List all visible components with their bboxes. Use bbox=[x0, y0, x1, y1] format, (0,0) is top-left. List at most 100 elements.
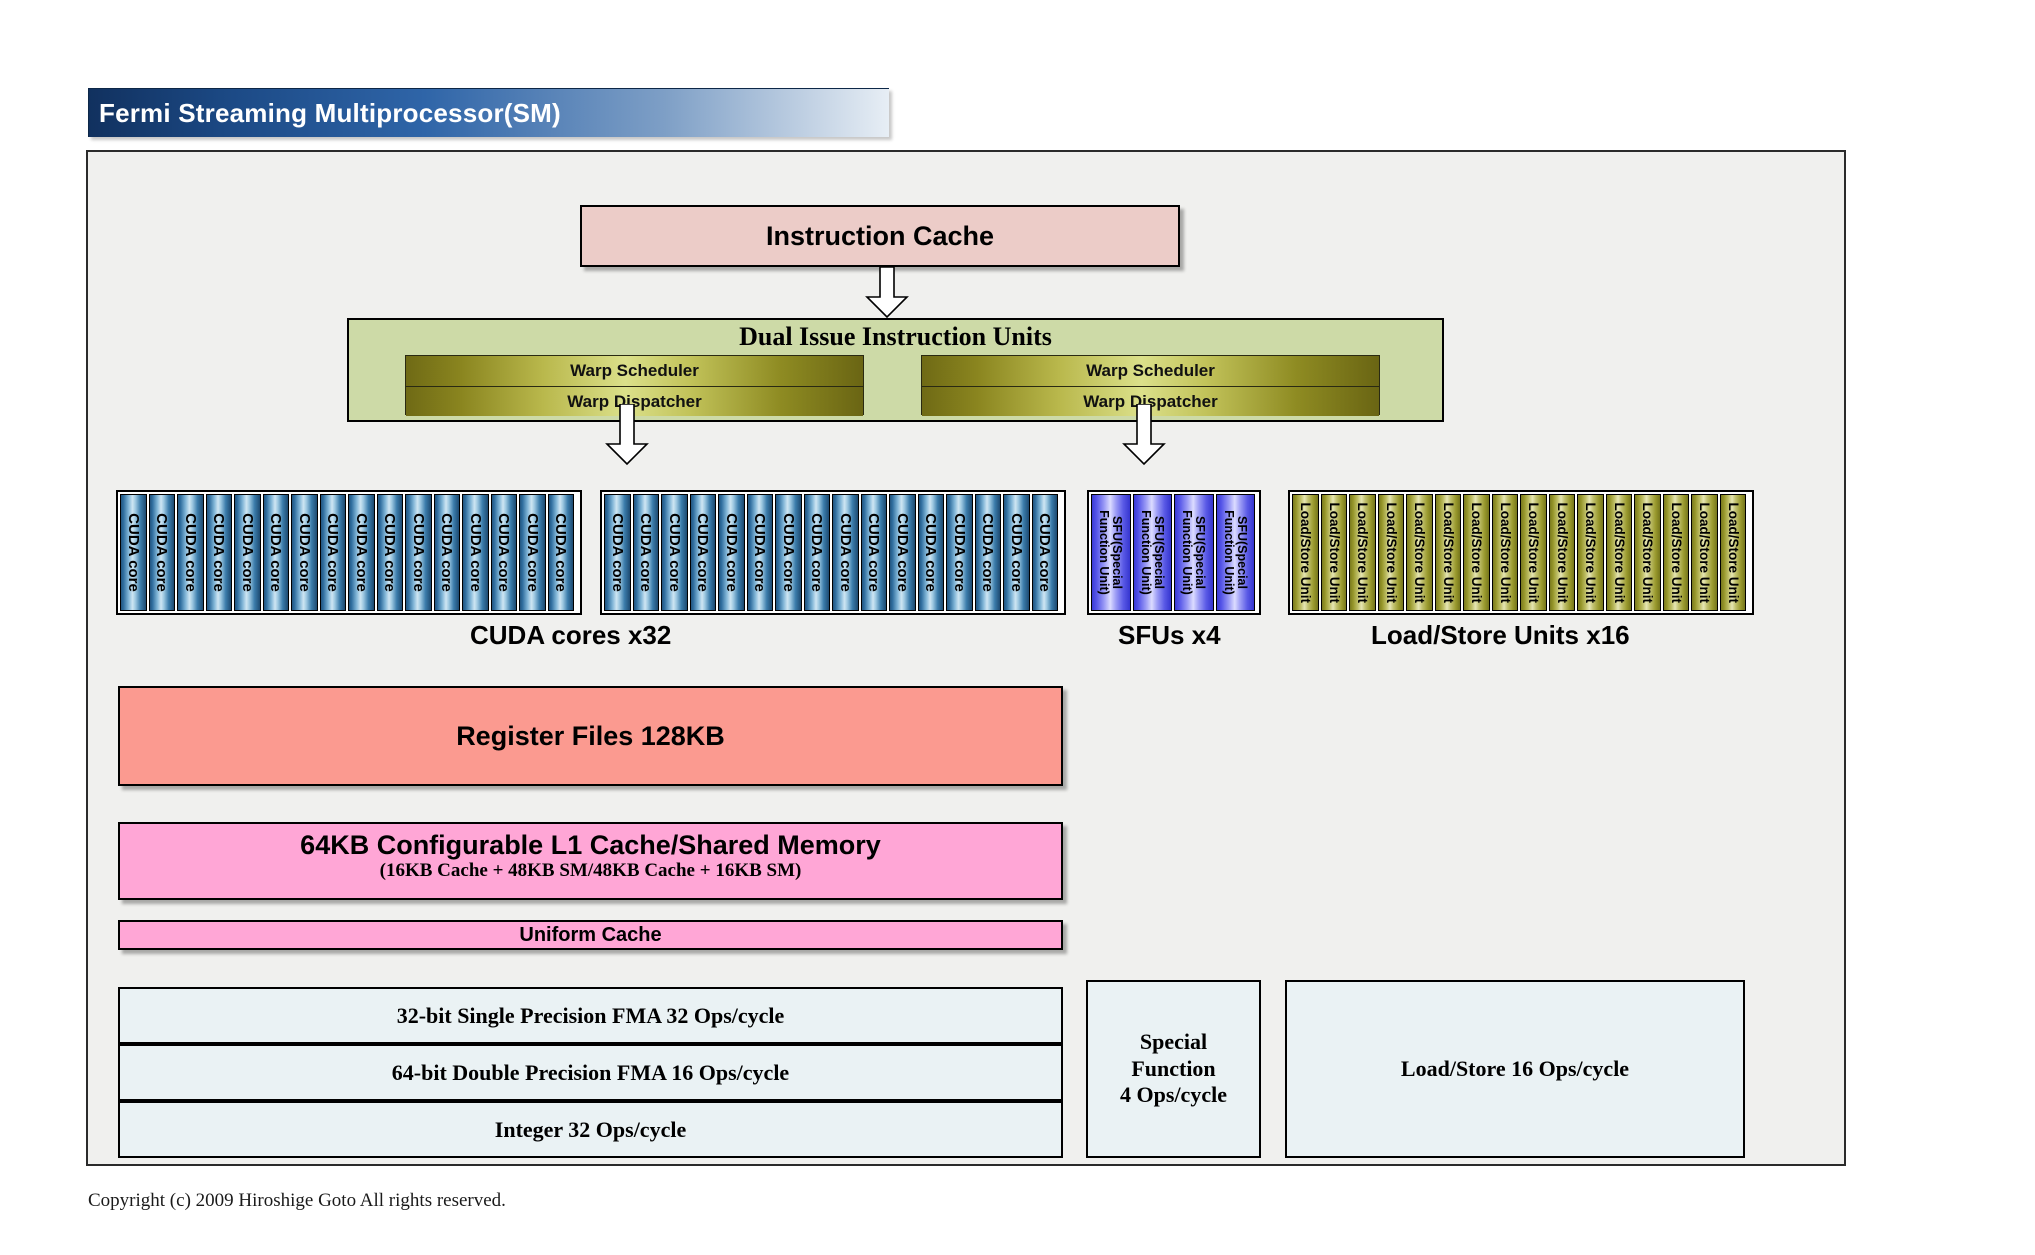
load-store-unit-8: Load/Store Unit bbox=[1520, 494, 1547, 611]
load-store-unit-4: Load/Store Unit bbox=[1406, 494, 1433, 611]
cuda-core-g0-label-1: CUDA core bbox=[153, 513, 171, 592]
load-store-unit-5: Load/Store Unit bbox=[1434, 494, 1461, 611]
cuda-core-g0-label-14: CUDA core bbox=[523, 513, 541, 592]
load-store-unit-11: Load/Store Unit bbox=[1605, 494, 1632, 611]
cuda-core-g1-label-15: CUDA core bbox=[1036, 513, 1054, 592]
load-store-unit-9: Load/Store Unit bbox=[1548, 494, 1575, 611]
cuda-core-g1-3: CUDA core bbox=[689, 494, 716, 611]
page-title: Fermi Streaming Multiprocessor(SM) bbox=[99, 97, 561, 128]
cuda-core-g1-2: CUDA core bbox=[661, 494, 688, 611]
cuda-core-g0-6: CUDA core bbox=[291, 494, 318, 611]
cuda-core-g1-label-14: CUDA core bbox=[1007, 513, 1025, 592]
caption-cuda-cores: CUDA cores x32 bbox=[470, 620, 672, 650]
cuda-core-g1-label-1: CUDA core bbox=[637, 513, 655, 592]
load-store-unit-label-8: Load/Store Unit bbox=[1526, 502, 1541, 603]
cuda-core-g0-label-0: CUDA core bbox=[124, 513, 142, 592]
cuda-core-g1-11: CUDA core bbox=[917, 494, 944, 611]
throughput-row-1-label: 64-bit Double Precision FMA 16 Ops/cycle bbox=[391, 1059, 790, 1085]
cuda-core-g0-label-6: CUDA core bbox=[295, 513, 313, 592]
cuda-core-g0-7: CUDA core bbox=[319, 494, 346, 611]
load-store-unit-label-13: Load/Store Unit bbox=[1668, 502, 1684, 603]
uniform-cache-label: Uniform Cache bbox=[519, 923, 662, 946]
load-store-unit-label-11: Load/Store Unit bbox=[1611, 502, 1627, 603]
cuda-core-g0-9: CUDA core bbox=[376, 494, 403, 611]
cuda-core-g0-3: CUDA core bbox=[205, 494, 232, 611]
cuda-core-g1-label-9: CUDA core bbox=[865, 513, 883, 592]
special-function-line-1: Special bbox=[1139, 1028, 1208, 1054]
throughput-row-integer: Integer 32 Ops/cycle bbox=[118, 1101, 1063, 1158]
cuda-core-g1-label-8: CUDA core bbox=[836, 513, 854, 592]
cuda-core-g0-label-7: CUDA core bbox=[324, 513, 342, 592]
load-store-unit-label-6: Load/Store Unit bbox=[1469, 502, 1484, 603]
load-store-unit-label-14: Load/Store Unit bbox=[1697, 502, 1712, 603]
cuda-core-g0-label-5: CUDA core bbox=[267, 513, 285, 592]
cuda-core-g1-13: CUDA core bbox=[974, 494, 1001, 611]
cuda-core-g0-0: CUDA core bbox=[120, 494, 147, 611]
cuda-core-g0-label-10: CUDA core bbox=[409, 513, 427, 592]
load-store-unit-label-10: Load/Store Unit bbox=[1583, 502, 1598, 603]
cuda-core-g0-label-4: CUDA core bbox=[238, 513, 256, 592]
cuda-core-g1-14: CUDA core bbox=[1003, 494, 1030, 611]
cuda-core-g0-label-3: CUDA core bbox=[210, 513, 228, 592]
cuda-core-g0-label-13: CUDA core bbox=[495, 513, 513, 592]
cuda-core-g1-label-4: CUDA core bbox=[722, 513, 740, 592]
cuda-core-g0-8: CUDA core bbox=[348, 494, 375, 611]
register-files-block: Register Files 128KB bbox=[118, 686, 1063, 786]
load-store-unit-6: Load/Store Unit bbox=[1463, 494, 1490, 611]
cuda-core-g0-1: CUDA core bbox=[148, 494, 175, 611]
cuda-core-g1-7: CUDA core bbox=[803, 494, 830, 611]
throughput-row-double-precision: 64-bit Double Precision FMA 16 Ops/cycle bbox=[118, 1044, 1063, 1101]
cuda-core-g1-label-13: CUDA core bbox=[979, 513, 997, 592]
l1-cache-subtitle: (16KB Cache + 48KB SM/48KB Cache + 16KB … bbox=[379, 860, 802, 881]
throughput-special-function-block: Special Function 4 Ops/cycle bbox=[1086, 980, 1261, 1158]
cuda-core-g1-label-6: CUDA core bbox=[779, 513, 797, 592]
cuda-core-g1-4: CUDA core bbox=[718, 494, 745, 611]
cuda-core-g0-11: CUDA core bbox=[433, 494, 460, 611]
cuda-core-g1-5: CUDA core bbox=[746, 494, 773, 611]
load-store-unit-label-12: Load/Store Unit bbox=[1640, 502, 1655, 603]
cuda-core-g1-label-2: CUDA core bbox=[665, 513, 683, 592]
l1-cache-title: 64KB Configurable L1 Cache/Shared Memory bbox=[300, 830, 881, 860]
cuda-core-g0-5: CUDA core bbox=[262, 494, 289, 611]
warp-scheduler-0: Warp Scheduler bbox=[406, 356, 863, 386]
cuda-core-g0-label-11: CUDA core bbox=[438, 513, 456, 592]
caption-sfus: SFUs x4 bbox=[1118, 620, 1221, 650]
cuda-core-group-1: CUDA core CUDA core CUDA core CUDA core CUDA… bbox=[600, 490, 1066, 615]
load-store-unit-14: Load/Store Unit bbox=[1691, 494, 1718, 611]
cuda-core-g0-10: CUDA core bbox=[405, 494, 432, 611]
load-store-unit-0: Load/Store Unit bbox=[1292, 494, 1319, 611]
cuda-core-g0-12: CUDA core bbox=[462, 494, 489, 611]
dual-issue-instruction-units-block: Dual Issue Instruction Units Warp Schedu… bbox=[347, 318, 1444, 422]
arrow-dispatcher-1-to-cuda-cores bbox=[1122, 404, 1166, 466]
cuda-core-g0-2: CUDA core bbox=[177, 494, 204, 611]
load-store-unit-3: Load/Store Unit bbox=[1377, 494, 1404, 611]
throughput-row-0-label: 32-bit Single Precision FMA 32 Ops/cycle bbox=[396, 1002, 785, 1028]
load-store-unit-label-5: Load/Store Unit bbox=[1440, 502, 1456, 603]
diagram-title-bar: Fermi Streaming Multiprocessor(SM) bbox=[88, 88, 889, 137]
load-store-unit-label-7: Load/Store Unit bbox=[1497, 502, 1513, 603]
load-store-unit-label-9: Load/Store Unit bbox=[1554, 502, 1570, 603]
throughput-row-2-label: Integer 32 Ops/cycle bbox=[494, 1116, 687, 1142]
warp-scheduler-1: Warp Scheduler bbox=[922, 356, 1379, 386]
special-function-line-3: 4 Ops/cycle bbox=[1120, 1082, 1227, 1108]
load-store-unit-label-4: Load/Store Unit bbox=[1412, 502, 1427, 603]
cuda-core-g0-label-15: CUDA core bbox=[552, 513, 570, 592]
load-store-unit-1: Load/Store Unit bbox=[1320, 494, 1347, 611]
load-store-unit-label-2: Load/Store Unit bbox=[1355, 502, 1370, 603]
cuda-core-g1-label-10: CUDA core bbox=[893, 513, 911, 592]
instruction-cache-block: Instruction Cache bbox=[580, 205, 1180, 267]
register-files-label: Register Files 128KB bbox=[456, 720, 725, 751]
load-store-unit-13: Load/Store Unit bbox=[1662, 494, 1689, 611]
special-function-line-2: Function bbox=[1131, 1055, 1216, 1081]
cuda-core-g0-4: CUDA core bbox=[234, 494, 261, 611]
cuda-core-g1-label-11: CUDA core bbox=[922, 513, 940, 592]
caption-load-store-units: Load/Store Units x16 bbox=[1371, 620, 1630, 650]
cuda-core-g1-12: CUDA core bbox=[946, 494, 973, 611]
cuda-core-g1-9: CUDA core bbox=[860, 494, 887, 611]
